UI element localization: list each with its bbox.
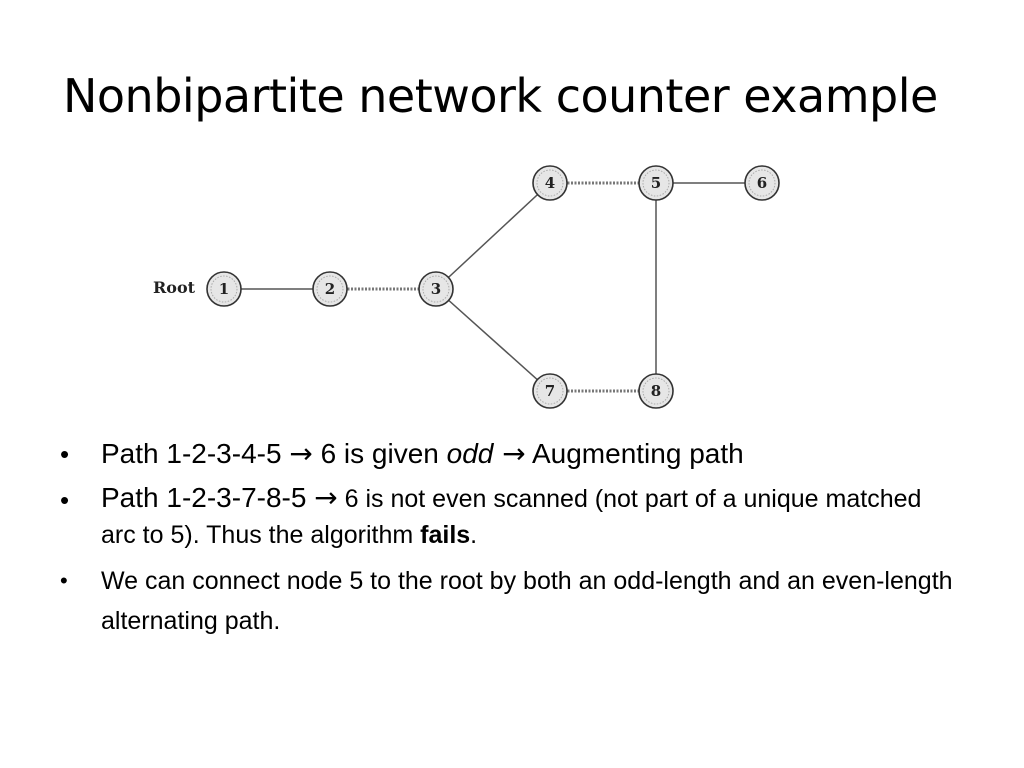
node-7: 7 <box>532 373 568 409</box>
arrow-icon: → <box>314 481 338 514</box>
node-1: 1 <box>206 271 242 307</box>
node-label: 1 <box>219 280 229 298</box>
bullet-marker: • <box>60 568 68 593</box>
node-label: 8 <box>651 382 661 400</box>
slide-title: Nonbipartite network counter example <box>63 69 938 123</box>
bullet-list: • Path 1-2-3-4-5 → 6 is given odd → Augm… <box>60 434 960 641</box>
edge-3-7 <box>435 288 551 392</box>
node-circle <box>638 165 674 201</box>
bullet-text: We can connect node 5 to the root by bot… <box>101 567 953 635</box>
emphasis-odd: odd <box>446 438 494 469</box>
node-label: 4 <box>545 174 555 192</box>
node-circle <box>532 373 568 409</box>
bullet-text: 6 is given <box>312 438 447 469</box>
node-6: 6 <box>744 165 780 201</box>
node-2: 2 <box>312 271 348 307</box>
node-ring <box>642 377 670 405</box>
node-label: 3 <box>431 280 441 298</box>
node-3: 3 <box>418 271 454 307</box>
bullet-augmenting-path: • Path 1-2-3-4-5 → 6 is given odd → Augm… <box>60 434 960 474</box>
node-circle <box>206 271 242 307</box>
node-circle <box>638 373 674 409</box>
node-ring <box>642 169 670 197</box>
node-circle <box>312 271 348 307</box>
node-circle <box>532 165 568 201</box>
bullet-text: Path 1-2-3-7-8-5 <box>101 482 315 513</box>
emphasis-fails: fails <box>420 521 471 549</box>
node-label: 6 <box>757 174 767 192</box>
bullet-alternating-paths: • We can connect node 5 to the root by b… <box>60 561 960 641</box>
edge-3-4 <box>435 182 551 290</box>
arrow-icon: → <box>493 437 526 470</box>
node-label: 7 <box>545 382 555 400</box>
node-label: 5 <box>651 174 661 192</box>
node-ring <box>316 275 344 303</box>
node-circle <box>744 165 780 201</box>
node-ring <box>536 169 564 197</box>
bullet-marker: • <box>60 485 70 515</box>
node-ring <box>536 377 564 405</box>
node-ring <box>748 169 776 197</box>
nodes-layer: 1 2 3 4 5 6 7 8 <box>206 165 780 409</box>
node-circle <box>418 271 454 307</box>
root-label: Root <box>153 278 196 297</box>
node-label: 2 <box>325 280 335 298</box>
bullet-failure-path: • Path 1-2-3-7-8-5 → 6 is not even scann… <box>60 480 960 553</box>
edges-layer <box>224 181 762 393</box>
arrow-icon: → <box>289 437 313 470</box>
node-ring <box>422 275 450 303</box>
node-8: 8 <box>638 373 674 409</box>
bullet-text: Path 1-2-3-4-5 <box>101 438 290 469</box>
bullet-text: . <box>470 521 478 549</box>
bullet-text: Augmenting path <box>525 438 744 469</box>
network-diagram: 1 2 3 4 5 6 7 8 Root <box>153 165 780 409</box>
node-4: 4 <box>532 165 568 201</box>
node-5: 5 <box>638 165 674 201</box>
bullet-text: 6 is not even scanned (not part of a uni… <box>101 485 922 549</box>
bullet-marker: • <box>60 439 70 469</box>
node-ring <box>210 275 238 303</box>
